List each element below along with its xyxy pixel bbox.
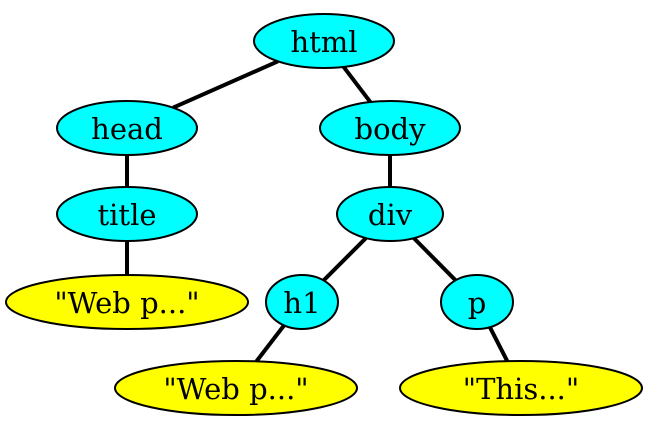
node-p-shape	[440, 274, 514, 330]
edge-html-body	[342, 65, 372, 104]
node-html-shape	[253, 13, 395, 69]
node-h1-shape	[265, 274, 339, 330]
edge-html-head	[172, 59, 279, 110]
node-div-shape	[336, 186, 444, 242]
edge-h1-text2	[254, 324, 286, 363]
node-text2-label: "Web p..."	[163, 372, 308, 406]
node-head: head	[56, 100, 198, 156]
edge-p-text3	[488, 326, 510, 363]
node-body: body	[319, 100, 461, 156]
node-text3-label: "This..."	[463, 372, 580, 406]
edge-div-p	[412, 236, 457, 282]
edge-div-h1	[322, 236, 368, 282]
nodes-layer: html head body title div "Web p..." h1 p "Web p.…	[5, 13, 643, 416]
node-text1: "Web p..."	[5, 274, 249, 330]
node-text3-shape	[399, 360, 643, 416]
node-head-label: head	[91, 112, 163, 146]
node-html: html	[253, 13, 395, 69]
node-p-label: p	[468, 286, 487, 320]
edges-layer	[125, 59, 510, 363]
node-text3: "This..."	[399, 360, 643, 416]
node-head-shape	[56, 100, 198, 156]
node-text1-shape	[5, 274, 249, 330]
node-text2: "Web p..."	[114, 360, 358, 416]
node-text1-label: "Web p..."	[54, 286, 199, 320]
node-div: div	[336, 186, 444, 242]
node-html-label: html	[290, 25, 357, 59]
node-title-shape	[56, 186, 198, 242]
node-title-label: title	[97, 198, 156, 232]
node-text2-shape	[114, 360, 358, 416]
node-p: p	[440, 274, 514, 330]
node-h1-label: h1	[283, 286, 320, 320]
node-body-shape	[319, 100, 461, 156]
node-title: title	[56, 186, 198, 242]
node-div-label: div	[368, 198, 413, 232]
node-h1: h1	[265, 274, 339, 330]
node-body-label: body	[355, 112, 427, 146]
